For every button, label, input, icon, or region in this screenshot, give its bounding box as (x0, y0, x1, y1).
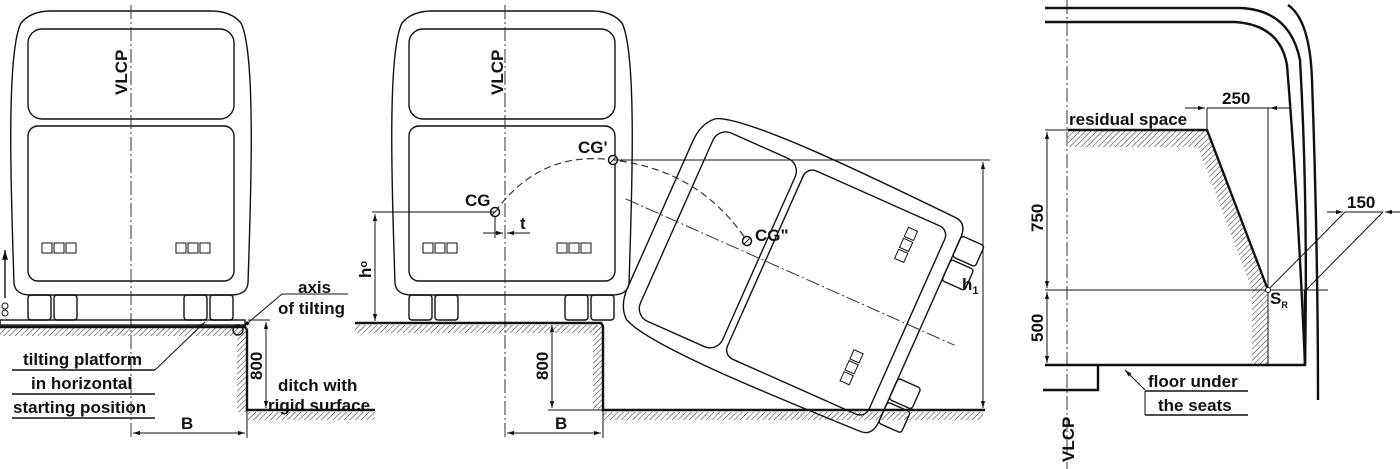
right-view: VLCP 250 residual space 750 500 150 RSR … (1028, 0, 1400, 469)
bus-wall (1045, 20, 1307, 366)
dim-750-label: 750 (1028, 204, 1047, 232)
bus-upright (391, 10, 633, 321)
sr-label: RSR (1270, 289, 1288, 310)
platform-label-3: starting position (13, 398, 146, 417)
bus-outer-contour (1287, 4, 1320, 401)
cg-label: CG (465, 191, 491, 210)
width-b-label: B (555, 414, 567, 433)
width-b-label: B (181, 414, 193, 433)
ground-and-ditch (355, 321, 985, 412)
residual-space-label: residual space (1069, 110, 1187, 129)
dim-150-label: 150 (1347, 193, 1375, 212)
cg2-marker-icon (741, 235, 753, 247)
vlcp-label: VLCP (112, 50, 131, 95)
ditch-label-2: rigid surface (268, 396, 370, 415)
cg-trajectory (494, 158, 748, 242)
cg2-label: CG" (755, 226, 789, 245)
floor-line (1045, 290, 1307, 367)
ditch-label-1: ditch with (278, 376, 357, 395)
h0-label: ho (356, 261, 375, 278)
floor-label-2: the seats (1158, 396, 1232, 415)
left-view: VLCP tilting platform in horizontal star… (0, 5, 375, 440)
cg1-label: CG' (578, 138, 608, 157)
ditch-depth-label: 800 (533, 352, 552, 380)
residual-space-contour (1068, 128, 1270, 291)
vlcp-label: VLCP (1059, 417, 1078, 462)
dim-250-label: 250 (1222, 89, 1250, 108)
offset-t-label: t (520, 214, 526, 233)
bus-tilted (610, 103, 993, 451)
h1-label: h1 (962, 275, 979, 297)
floor-label-1: floor under (1148, 372, 1238, 391)
tilting-platform (0, 319, 246, 326)
middle-view: VLCP CG CG' CG" ho h1 t 800 B (355, 5, 993, 451)
platform-label-2: in horizontal (31, 374, 132, 393)
axis-label-2: of tilting (278, 299, 345, 318)
platform-label-1: tilting platform (23, 350, 142, 369)
vlcp-label: VLCP (488, 50, 507, 95)
seat-reference-point-icon (1265, 287, 1271, 293)
ditch-depth-label: 800 (247, 352, 266, 380)
ground-and-ditch (0, 325, 375, 412)
bus-inner-contour (1045, 6, 1308, 366)
axis-label-1: axis (298, 278, 331, 297)
dim-500-label: 500 (1028, 314, 1047, 342)
